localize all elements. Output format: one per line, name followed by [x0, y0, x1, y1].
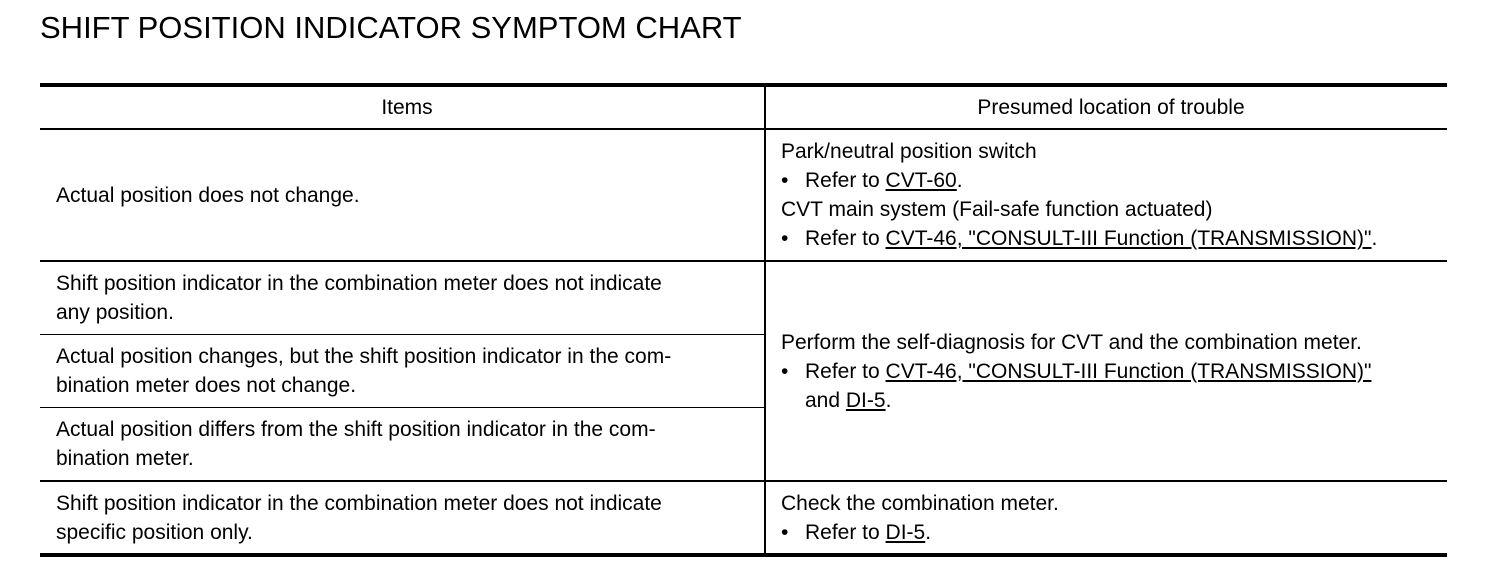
punctuation: . — [885, 388, 892, 412]
item-text: Shift position indicator in the combinat… — [56, 272, 662, 295]
refer-text: Refer to — [805, 359, 886, 383]
location-text: CVT main system (Fail-safe function actu… — [781, 198, 1213, 221]
header-location: Presumed location of trouble — [765, 85, 1447, 130]
item-text: Actual position changes, but the shift p… — [56, 345, 672, 368]
item-cell: Actual position differs from the shift p… — [40, 407, 766, 481]
and-text: and — [805, 388, 846, 412]
location-text: Check the combination meter. — [781, 491, 1059, 515]
table-row: Actual position changes, but the shift p… — [40, 334, 1447, 408]
table-row: Shift position indicator in the combinat… — [40, 261, 1447, 482]
symptom-chart-table: Items Presumed location of trouble Actua… — [40, 83, 1447, 557]
header-items: Items — [40, 85, 766, 130]
bullet-item: • Refer to CVT-46, "CONSULT-III Function … — [781, 357, 1441, 386]
bullet-item: • Refer to CVT-46, "CONSULT-III Function … — [781, 224, 1441, 253]
item-text: any position. — [56, 301, 174, 324]
item-text: Actual position does not change. — [56, 183, 360, 207]
bullet-icon: • — [781, 169, 789, 192]
item-text: Actual position differs from the shift p… — [56, 418, 656, 441]
punctuation: . — [956, 169, 963, 192]
refer-text: Refer to — [805, 227, 886, 250]
table-row: Shift position indicator in the combinat… — [40, 481, 1447, 555]
reference-link[interactable]: DI-5 — [845, 388, 886, 412]
item-cell: Shift position indicator in the combinat… — [40, 261, 766, 335]
item-cell: Actual position does not change. — [40, 129, 766, 261]
location-text: Park/neutral position switch — [781, 140, 1037, 163]
item-text: bination meter does not change. — [56, 374, 357, 397]
item-text: Shift position indicator in the combinat… — [56, 491, 662, 515]
item-cell: Shift position indicator in the combinat… — [40, 481, 766, 555]
location-text: Perform the self-diagnosis for CVT and t… — [781, 330, 1362, 354]
page-title: SHIFT POSITION INDICATOR SYMPTOM CHART — [40, 10, 742, 45]
bullet-icon: • — [781, 359, 789, 383]
location-cell: Check the combination meter. • Refer to D… — [765, 481, 1447, 555]
bullet-icon: • — [781, 227, 789, 250]
item-text: bination meter. — [56, 447, 194, 470]
table-header-row: Items Presumed location of trouble — [40, 85, 1447, 130]
location-cell: Perform the self-diagnosis for CVT and t… — [765, 261, 1447, 482]
bullet-continuation: and DI-5. — [781, 386, 1441, 415]
reference-link[interactable]: DI-5 — [885, 520, 926, 544]
item-text: specific position only. — [56, 520, 253, 544]
bullet-item: • Refer to CVT-60. — [781, 166, 1441, 195]
reference-link[interactable]: CVT-46, "CONSULT-III Function (TRANSMISS… — [885, 359, 1372, 383]
table-row: Actual position does not change. Park/ne… — [40, 129, 1447, 261]
punctuation: . — [925, 520, 932, 544]
reference-link[interactable]: CVT-46, "CONSULT-III Function (TRANSMISS… — [885, 227, 1372, 250]
reference-link[interactable]: CVT-60 — [885, 169, 957, 192]
refer-text: Refer to — [805, 520, 886, 544]
item-cell: Actual position changes, but the shift p… — [40, 334, 766, 408]
bullet-item: • Refer to DI-5. — [781, 518, 1441, 547]
table-row: Actual position differs from the shift p… — [40, 407, 1447, 481]
refer-text: Refer to — [805, 169, 886, 192]
bullet-icon: • — [781, 520, 789, 544]
punctuation: . — [1371, 227, 1378, 250]
location-cell: Park/neutral position switch • Refer to C… — [765, 129, 1447, 261]
